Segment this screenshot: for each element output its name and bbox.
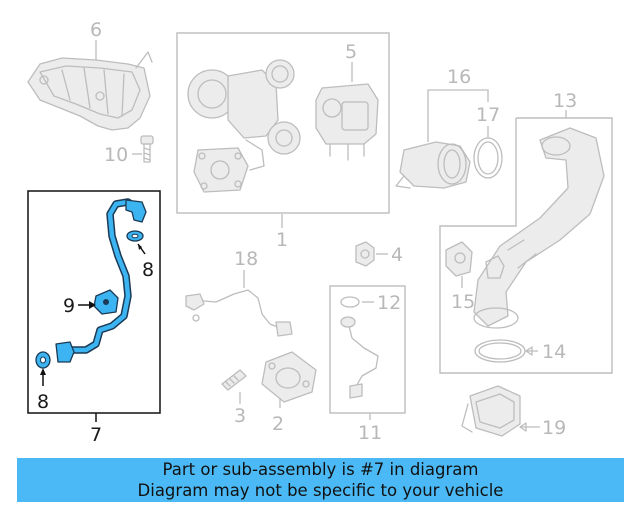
callout-4: 4	[391, 244, 403, 266]
frame-part-7	[27, 190, 161, 414]
part-4-nut	[355, 241, 375, 267]
banner-line-2: Diagram may not be specific to your vehi…	[137, 481, 504, 500]
callout-19: 19	[542, 417, 566, 439]
callout-18: 18	[234, 248, 258, 270]
callout-1: 1	[276, 229, 288, 251]
callout-12: 12	[377, 292, 401, 314]
callout-17: 17	[476, 104, 500, 126]
frame-part-13	[439, 117, 613, 374]
part-2-gasket	[261, 351, 317, 403]
frame-part-11	[329, 285, 406, 414]
callout-6: 6	[90, 19, 102, 41]
part-8-washer-lower	[35, 351, 51, 369]
callout-3: 3	[234, 405, 246, 427]
part-11-pipe	[340, 316, 379, 399]
parts-diagram: 6 10 1 5 16 17	[27, 19, 613, 446]
part-5-actuator	[315, 83, 379, 161]
part-17-seal	[473, 137, 503, 179]
part-7-oil-line	[55, 198, 147, 363]
part-19-bracket	[461, 385, 521, 437]
part-14-clamp	[474, 339, 526, 363]
callout-8-upper: 8	[142, 259, 154, 281]
callout-7: 7	[90, 424, 102, 446]
info-banner: Part or sub-assembly is #7 in diagram Di…	[17, 458, 624, 502]
callout-5: 5	[345, 41, 357, 63]
callout-15: 15	[451, 291, 475, 313]
part-18-coolant-line	[185, 289, 293, 337]
part-15-sensor	[445, 241, 505, 279]
part-1-turbocharger	[187, 59, 301, 193]
callout-9: 9	[63, 295, 75, 317]
callout-16: 16	[447, 66, 471, 88]
frame-part-1	[176, 32, 390, 214]
callout-11: 11	[358, 422, 382, 444]
callout-10: 10	[104, 144, 128, 166]
part-3-stud	[221, 369, 247, 391]
part-10-bolt	[140, 135, 154, 163]
part-6-heat-shield	[27, 51, 153, 131]
callout-13: 13	[553, 90, 577, 112]
callout-2: 2	[272, 413, 284, 435]
part-8-washer-upper	[126, 230, 144, 242]
oil-line-banjo-bottom	[55, 341, 75, 363]
leader-16	[427, 89, 489, 142]
banner-line-1: Part or sub-assembly is #7 in diagram	[162, 460, 479, 479]
part-13-intake-hose	[473, 127, 605, 329]
part-16-outlet-pipe	[395, 141, 471, 189]
callout-8-lower: 8	[37, 391, 49, 413]
callout-14: 14	[542, 341, 566, 363]
part-12-seal	[340, 296, 360, 308]
oil-line-banjo-top	[125, 199, 147, 223]
